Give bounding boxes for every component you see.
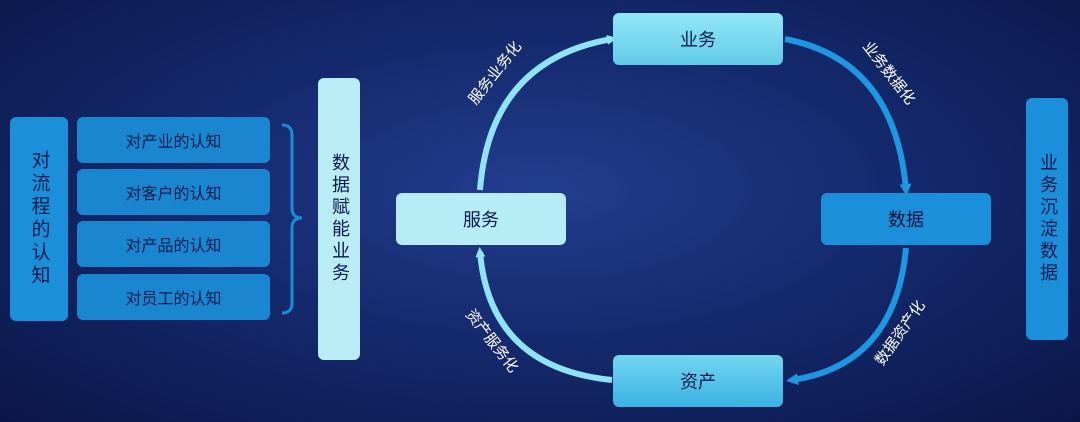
arrow-data-to-asset <box>786 247 909 386</box>
business-accumulates-data-label: 业务沉淀数据 <box>1037 153 1058 285</box>
data-empowers-business-label: 数据赋能业务 <box>329 153 350 285</box>
business-accumulates-data-box: 业务沉淀数据 <box>1026 98 1068 340</box>
node-asset-label: 资产 <box>680 372 716 393</box>
node-asset: 资产 <box>613 355 783 407</box>
industry-cognition-box: 对产业的认知 <box>77 117 270 163</box>
employee-cognition-label: 对员工的认知 <box>125 289 222 308</box>
industry-cognition-label: 对产业的认知 <box>125 132 222 151</box>
data-empowers-business-box: 数据赋能业务 <box>318 78 360 360</box>
product-cognition-box: 对产品的认知 <box>77 221 270 267</box>
customer-cognition-box: 对客户的认知 <box>77 169 270 215</box>
process-cognition-label: 对流程的认知 <box>28 150 51 288</box>
node-data-label: 数据 <box>888 210 924 231</box>
process-cognition-box: 对流程的认知 <box>10 117 68 321</box>
customer-cognition-label: 对客户的认知 <box>125 184 222 203</box>
arrow-business-to-data <box>784 36 912 196</box>
arrow-asset-to-service <box>475 247 613 383</box>
node-business: 业务 <box>613 13 783 65</box>
employee-cognition-box: 对员工的认知 <box>77 274 270 320</box>
node-business-label: 业务 <box>680 30 716 51</box>
node-data: 数据 <box>821 193 991 245</box>
product-cognition-label: 对产品的认知 <box>125 236 222 255</box>
node-service-label: 服务 <box>463 210 499 231</box>
arrow-service-to-business <box>477 34 617 191</box>
bracket-path <box>281 123 303 315</box>
node-service: 服务 <box>396 193 566 245</box>
